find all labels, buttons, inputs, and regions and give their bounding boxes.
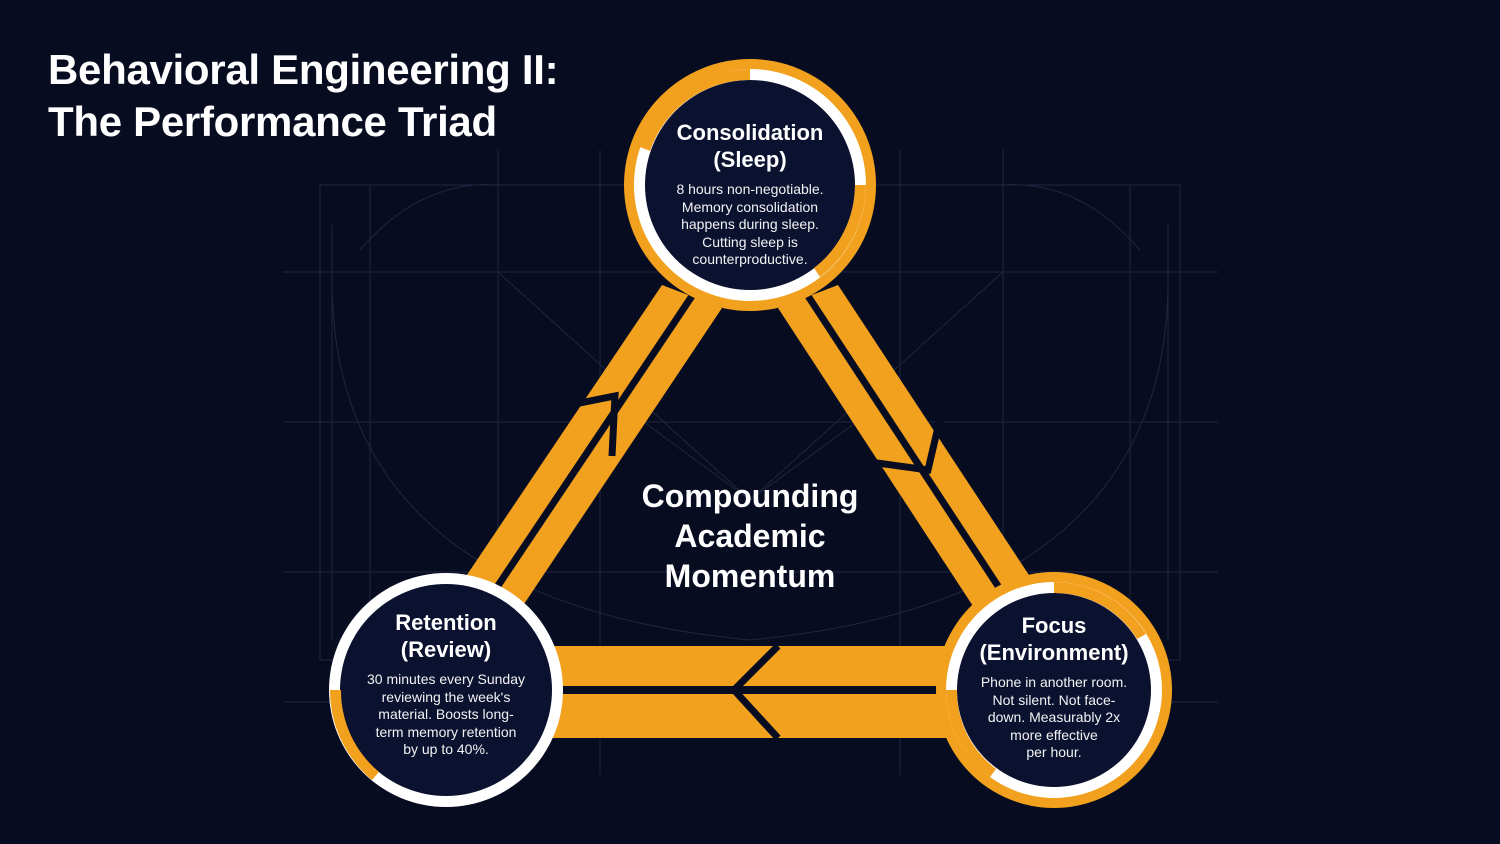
- node-consolidation-body: 8 hours non-negotiable. Memory consolida…: [650, 181, 850, 269]
- node-retention-body-line: 30 minutes every Sunday: [367, 671, 525, 687]
- page-title: Behavioral Engineering II: The Performan…: [48, 44, 668, 148]
- center-label-line-1: Compounding: [641, 478, 859, 514]
- center-label-line-2: Academic: [674, 518, 826, 554]
- node-retention-title: Retention (Review): [346, 609, 546, 663]
- node-consolidation-title: Consolidation (Sleep): [650, 119, 850, 173]
- node-focus-body-line: down. Measurably 2x: [987, 709, 1121, 725]
- node-consolidation-body-line: counterproductive.: [692, 251, 808, 267]
- center-label-line-3: Momentum: [664, 558, 836, 594]
- node-retention-body-line: reviewing the week's: [381, 688, 511, 705]
- node-retention: Retention (Review) 30 minutes every Sund…: [346, 609, 546, 759]
- node-focus-body-line: more effective: [1010, 726, 1098, 743]
- node-consolidation-circle: [624, 59, 876, 311]
- node-retention-body: 30 minutes every Sunday reviewing the we…: [346, 671, 546, 759]
- triangle-band-right: [778, 285, 1048, 626]
- triangle-band-left: [446, 285, 722, 628]
- node-retention-body-line: by up to 40%.: [403, 741, 489, 757]
- chevron-arrow-icon: [729, 643, 781, 741]
- triangle-band-bottom: [500, 646, 1000, 738]
- node-retention-circle: [329, 573, 563, 807]
- node-retention-body-line: term memory retention: [375, 723, 517, 740]
- node-consolidation-title-line-2: (Sleep): [713, 147, 787, 172]
- node-consolidation-body-line: Cutting sleep is: [702, 233, 798, 250]
- node-focus-circle: [936, 572, 1172, 808]
- node-focus-body-line: per hour.: [1026, 744, 1082, 760]
- node-focus-title: Focus (Environment): [954, 612, 1154, 666]
- node-focus-title-line-2: (Environment): [979, 640, 1129, 665]
- chevron-arrow-icon: [869, 409, 946, 474]
- node-consolidation-body-line: 8 hours non-negotiable.: [676, 181, 824, 197]
- node-focus-title-line-1: Focus: [1021, 613, 1087, 638]
- node-focus: Focus (Environment) Phone in another roo…: [954, 612, 1154, 762]
- node-consolidation-title-line-1: Consolidation: [676, 120, 824, 145]
- node-consolidation-body-line: Memory consolidation: [681, 198, 819, 215]
- node-focus-body-line: Phone in another room.: [980, 674, 1128, 690]
- node-focus-body-line: Not silent. Not face-: [992, 691, 1116, 708]
- node-retention-body-line: material. Boosts long-: [378, 706, 514, 722]
- page-title-line-1: Behavioral Engineering II:: [48, 46, 559, 93]
- node-retention-title-line-2: (Review): [400, 637, 492, 662]
- node-consolidation-body-line: happens during sleep.: [681, 216, 819, 232]
- node-focus-body: Phone in another room. Not silent. Not f…: [954, 674, 1154, 762]
- node-retention-title-line-1: Retention: [395, 610, 497, 635]
- node-consolidation: Consolidation (Sleep) 8 hours non-negoti…: [650, 119, 850, 269]
- page-title-line-2: The Performance Triad: [48, 98, 497, 145]
- chevron-arrow-icon: [554, 391, 619, 457]
- center-label: Compounding Academic Momentum: [600, 476, 900, 596]
